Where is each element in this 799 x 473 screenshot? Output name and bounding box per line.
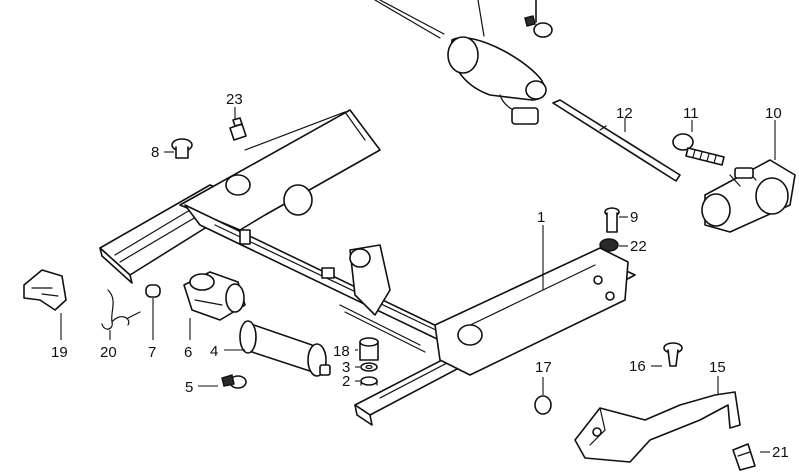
spring-part-20 [101, 289, 141, 330]
callout-17: 17 [535, 359, 552, 376]
screw-part-8 [171, 138, 193, 159]
screw-part-9 [604, 207, 620, 233]
callout-4: 4 [210, 343, 218, 360]
clip-part-21 [732, 443, 756, 471]
callout-3: 3 [342, 359, 350, 376]
callout-5: 5 [185, 379, 193, 396]
leader-lines [60, 107, 776, 453]
callout-21: 21 [772, 444, 789, 461]
callout-11: 11 [683, 105, 699, 122]
nut-part-2 [360, 376, 378, 386]
callout-10: 10 [765, 105, 782, 122]
screw-part-5 [221, 374, 247, 389]
top-cable-and-motor [374, 0, 547, 125]
seat-frame-part-1 [99, 109, 636, 426]
electric-motor-part-4 [239, 320, 331, 377]
rod-part-12 [552, 99, 681, 182]
callout-9: 9 [630, 209, 638, 226]
top-screw-icon [524, 0, 553, 38]
push-rivet-part-16 [663, 342, 683, 367]
callout-12: 12 [616, 105, 633, 122]
bushing-part-18 [359, 337, 379, 361]
cap-part-17 [534, 395, 552, 415]
callout-6: 6 [184, 344, 192, 361]
callout-1: 1 [537, 209, 545, 226]
callout-19: 19 [51, 344, 68, 361]
callout-18: 18 [333, 343, 350, 360]
gear-housing-part-6 [183, 271, 246, 321]
callout-16: 16 [629, 358, 646, 375]
callout-23: 23 [226, 91, 243, 108]
washer-part-22 [599, 238, 619, 252]
bracket-part-19 [23, 269, 67, 311]
clip-part-23 [229, 117, 247, 141]
callout-15: 15 [709, 359, 726, 376]
callout-8: 8 [151, 144, 159, 161]
washer-part-3 [360, 362, 378, 372]
trim-cover-part-15 [574, 391, 741, 463]
callouts: 1 2 3 4 5 6 7 8 9 10 11 12 15 16 17 18 1… [51, 91, 789, 461]
motor-gearbox-part-10 [701, 159, 796, 233]
callout-7: 7 [148, 344, 156, 361]
callout-2: 2 [342, 373, 350, 390]
callout-22: 22 [630, 238, 647, 255]
cap-part-7 [145, 284, 161, 298]
bolt-part-11 [672, 133, 725, 166]
callout-20: 20 [100, 344, 117, 361]
